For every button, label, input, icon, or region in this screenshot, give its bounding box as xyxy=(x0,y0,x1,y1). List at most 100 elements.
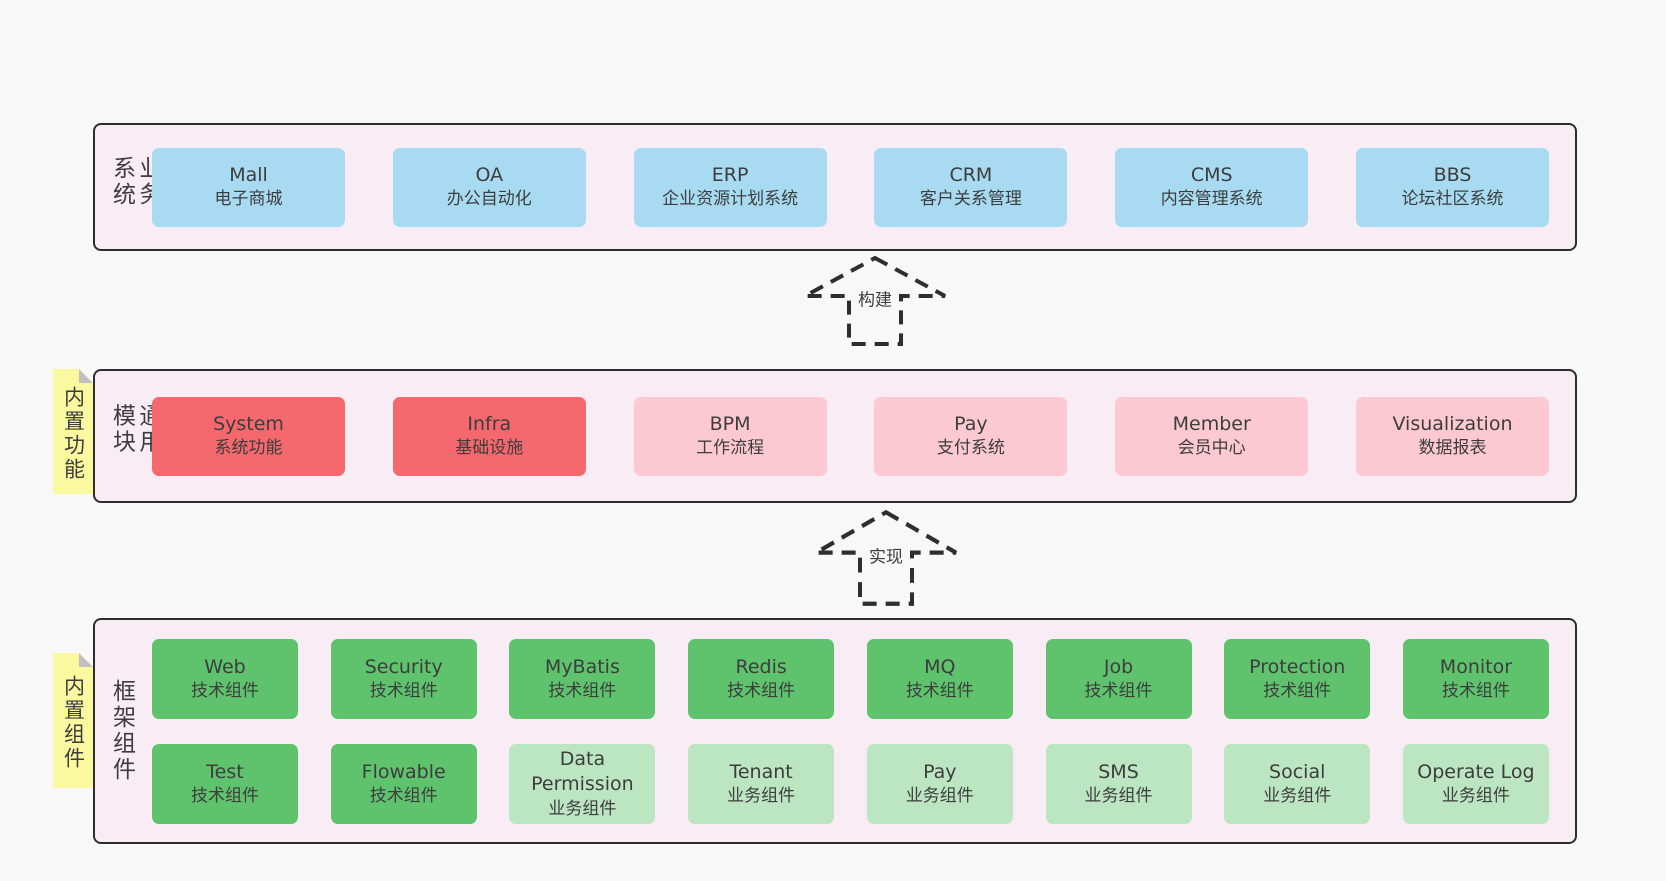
module-subtitle: 工作流程 xyxy=(696,438,765,459)
module-title: MyBatis xyxy=(544,655,620,678)
module-title: Operate Log xyxy=(1417,760,1535,783)
module-subtitle: 企业资源计划系统 xyxy=(662,189,799,210)
module-title: OA xyxy=(475,164,504,187)
module-subtitle: 业务组件 xyxy=(1263,785,1332,806)
arrow-build: 构建 xyxy=(800,254,950,348)
module-title: MQ xyxy=(924,655,956,678)
module-title: Web xyxy=(204,655,246,678)
up-arrow-icon xyxy=(804,255,946,346)
module-subtitle: 支付系统 xyxy=(936,438,1005,459)
module-subtitle: 业务组件 xyxy=(548,798,617,819)
module-subtitle: 技术组件 xyxy=(1084,680,1153,701)
sticky-note-built-in-features: 内置功能 xyxy=(53,369,93,494)
module-subtitle: 技术组件 xyxy=(369,680,438,701)
module-subtitle: 论坛社区系统 xyxy=(1401,189,1504,210)
module-subtitle: 业务组件 xyxy=(1084,785,1153,806)
arrow-label-build: 构建 xyxy=(854,283,896,313)
arrow-label-implement: 实现 xyxy=(865,540,907,570)
module-title: BBS xyxy=(1433,164,1472,187)
module-subtitle: 技术组件 xyxy=(548,680,617,701)
module-subtitle: 技术组件 xyxy=(369,785,438,806)
arrow-implement: 实现 xyxy=(811,508,961,608)
module-title: Pay xyxy=(954,413,988,436)
module-title: ERP xyxy=(711,164,749,187)
module-subtitle: 业务组件 xyxy=(905,785,974,806)
module-title: CRM xyxy=(949,164,993,187)
module-title: Data Permission xyxy=(531,748,634,796)
module-subtitle: 技术组件 xyxy=(191,680,259,701)
module-title: Infra xyxy=(467,413,512,436)
module-subtitle: 业务组件 xyxy=(727,785,796,806)
module-subtitle: 内容管理系统 xyxy=(1160,189,1263,210)
module-title: SMS xyxy=(1098,760,1139,783)
module-subtitle: 技术组件 xyxy=(1263,680,1332,701)
module-title: CMS xyxy=(1190,164,1233,187)
module-subtitle: 数据报表 xyxy=(1418,438,1487,459)
module-subtitle: 业务组件 xyxy=(1441,785,1510,806)
module-subtitle: 技术组件 xyxy=(905,680,974,701)
up-arrow-icon xyxy=(815,509,957,606)
module-subtitle: 系统功能 xyxy=(214,438,283,459)
module-title: BPM xyxy=(709,413,751,436)
module-subtitle: 技术组件 xyxy=(1441,680,1510,701)
module-title: Member xyxy=(1172,413,1251,436)
module-title: Protection xyxy=(1249,655,1346,678)
module-title: Social xyxy=(1269,760,1326,783)
module-subtitle: 技术组件 xyxy=(727,680,796,701)
module-title: System xyxy=(213,413,284,436)
module-title: Monitor xyxy=(1439,655,1513,678)
sticky-label: 内置组件 xyxy=(61,674,86,771)
module-title: Security xyxy=(364,655,443,678)
sticky-note-built-in-components: 内置组件 xyxy=(53,653,93,788)
module-title: Visualization xyxy=(1392,413,1513,436)
sticky-label: 内置功能 xyxy=(61,385,86,482)
module-title: Redis xyxy=(735,655,787,678)
module-subtitle: 客户关系管理 xyxy=(919,189,1022,210)
module-subtitle: 会员中心 xyxy=(1177,438,1246,459)
module-subtitle: 电子商城 xyxy=(214,189,283,210)
module-title: Job xyxy=(1103,655,1134,678)
module-title: Mall xyxy=(229,164,268,187)
module-subtitle: 办公自动化 xyxy=(446,189,532,210)
module-subtitle: 技术组件 xyxy=(191,785,259,806)
module-title: Test xyxy=(206,760,244,783)
